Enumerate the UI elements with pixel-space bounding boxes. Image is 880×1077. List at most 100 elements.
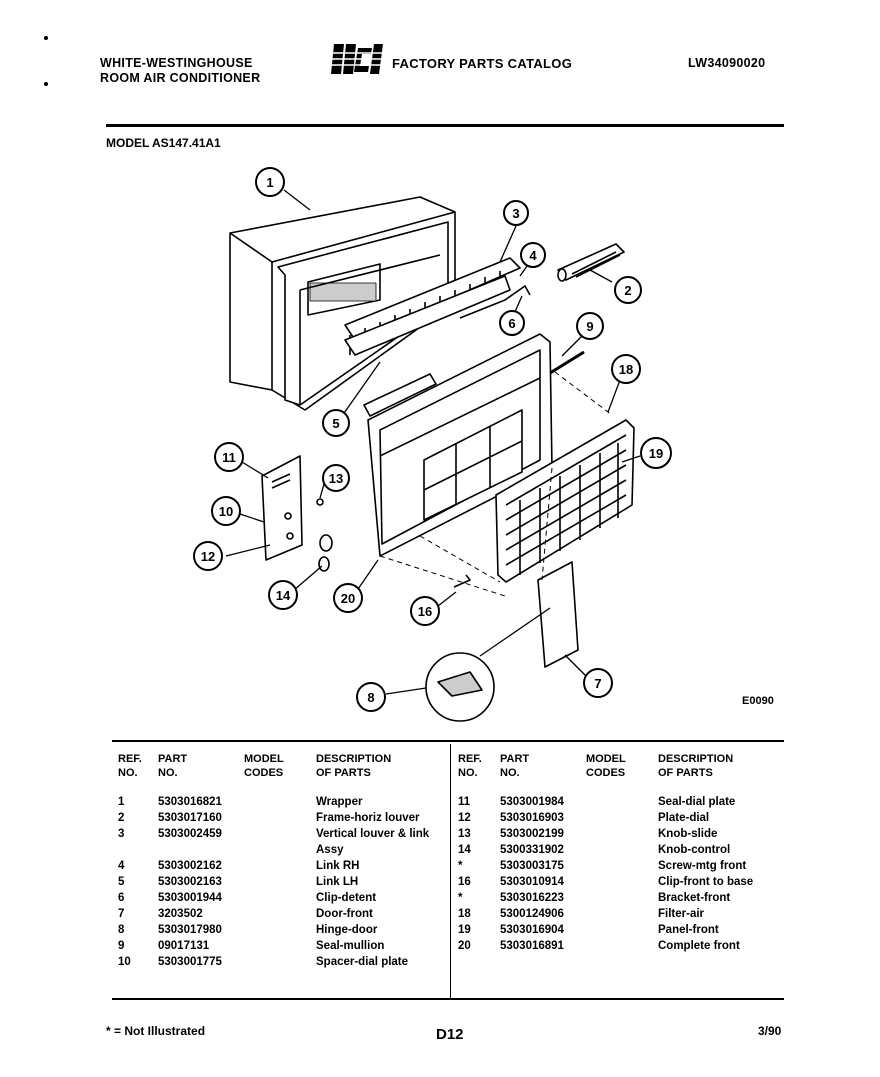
table-top-rule (112, 740, 784, 742)
ref-cell: 2 (118, 812, 125, 824)
svg-text:6: 6 (508, 316, 515, 331)
part-number-cell: 5303016903 (500, 812, 564, 824)
svg-text:11: 11 (222, 450, 236, 465)
table-row: Assy (118, 842, 448, 858)
svg-text:4: 4 (529, 248, 537, 263)
callout-6: 6 (499, 310, 525, 336)
svg-text:1: 1 (266, 175, 273, 190)
callout-4: 4 (520, 242, 546, 268)
part-number-cell: 5303002162 (158, 860, 222, 872)
ref-cell: 12 (458, 812, 471, 824)
scan-mark (44, 36, 48, 40)
model-codes-cell (586, 890, 658, 906)
ref-cell: 20 (458, 940, 471, 952)
ref-cell: 9 (118, 940, 125, 952)
description-cell: Link RH (316, 860, 360, 872)
catalog-code: LW34090020 (688, 56, 766, 70)
description-cell: Panel-front (658, 924, 719, 936)
description-cell: Frame-horiz louver (316, 812, 420, 824)
callout-8: 8 (356, 682, 386, 712)
part-number-cell: 5303003175 (500, 860, 564, 872)
ref-cell: 4 (118, 860, 125, 872)
dial-plate (261, 455, 303, 561)
header-rule (106, 124, 784, 127)
model-codes-cell (586, 922, 658, 938)
callout-5: 5 (322, 409, 350, 437)
part-number-cell: 5300331902 (500, 844, 564, 856)
model-codes-cell (244, 858, 316, 874)
description-cell: Filter-air (658, 908, 705, 920)
description-cell: Seal-dial plate (658, 796, 736, 808)
ref-cell: 19 (458, 924, 471, 936)
part-number-cell: 5303002199 (500, 828, 564, 840)
complete-front (367, 333, 553, 557)
description-cell: Plate-dial (658, 812, 710, 824)
callout-3: 3 (503, 200, 529, 226)
callout-10: 10 (211, 496, 241, 526)
table-column-divider (450, 744, 451, 998)
callout-11: 11 (214, 442, 244, 472)
svg-text:5: 5 (332, 416, 339, 431)
ref-cell: * (458, 892, 463, 904)
ref-cell: 5 (118, 876, 125, 888)
header-ref: REF.NO. (458, 753, 482, 779)
brand-name: WHITE-WESTINGHOUSE (100, 56, 253, 70)
ref-cell: 1 (118, 796, 125, 808)
model-codes-cell (586, 858, 658, 874)
svg-text:20: 20 (341, 591, 355, 606)
wrapper-part (229, 196, 456, 411)
svg-text:12: 12 (201, 549, 215, 564)
model-codes-cell (586, 810, 658, 826)
louver-assembly (344, 257, 531, 356)
ref-cell: 6 (118, 892, 125, 904)
part-number-cell: 5303010914 (500, 876, 564, 888)
svg-text:14: 14 (276, 588, 291, 603)
description-cell: Door-front (316, 908, 373, 920)
model-codes-cell (586, 874, 658, 890)
table-bottom-rule (112, 998, 784, 1000)
ref-cell: 18 (458, 908, 471, 920)
model-codes-cell (244, 906, 316, 922)
description-cell: Wrapper (316, 796, 363, 808)
svg-text:18: 18 (619, 362, 633, 377)
part-number-cell: 5303017980 (158, 924, 222, 936)
model-codes-cell (586, 826, 658, 842)
description-cell: Clip-detent (316, 892, 377, 904)
ref-cell: 14 (458, 844, 471, 856)
part-number-cell: 5303002163 (158, 876, 222, 888)
frame-horiz-louver (557, 243, 625, 282)
ref-cell (118, 842, 158, 858)
revision-date: 3/90 (758, 1024, 782, 1038)
svg-text:16: 16 (418, 604, 432, 619)
callout-12: 12 (193, 541, 223, 571)
description-cell: Screw-mtg front (658, 860, 747, 872)
ref-cell: 10 (118, 956, 131, 968)
model-codes-cell (244, 890, 316, 906)
table-row: 12 5303016903 Plate-dial (458, 810, 790, 826)
part-number-cell: 5303017160 (158, 812, 222, 824)
callout-18: 18 (611, 354, 641, 384)
svg-text:3: 3 (512, 206, 519, 221)
model-codes-cell (244, 922, 316, 938)
part-number-cell: 5303016904 (500, 924, 564, 936)
page-number: D12 (436, 1026, 464, 1043)
part-number-cell: 5303016821 (158, 796, 222, 808)
part-number-cell: 3203502 (158, 908, 203, 920)
model-codes-cell (586, 906, 658, 922)
